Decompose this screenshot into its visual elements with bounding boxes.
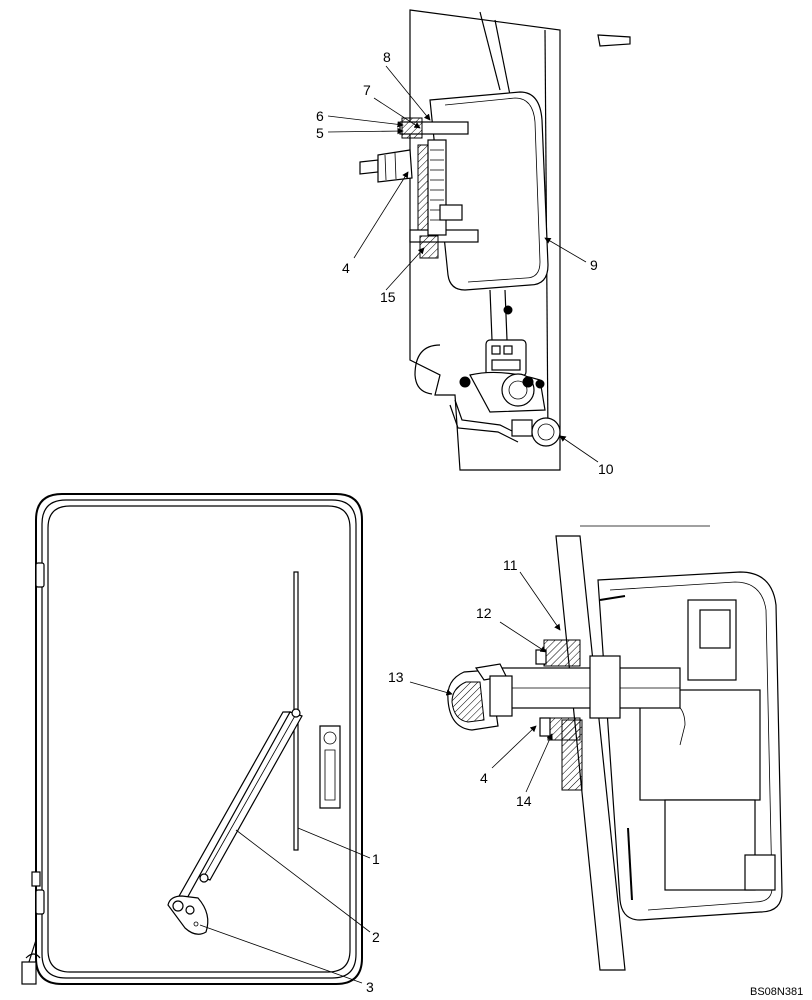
callout-2: 2 — [372, 929, 380, 945]
callout-6: 6 — [316, 108, 324, 124]
door-stop — [21, 961, 37, 985]
door-frame-outer — [35, 493, 363, 985]
vent-mark — [597, 34, 631, 47]
callout-4-top: 4 — [342, 260, 350, 276]
spindle-tube — [427, 139, 447, 236]
callout-12: 12 — [476, 605, 492, 621]
callout-10: 10 — [598, 461, 614, 477]
callout-3: 3 — [366, 979, 374, 995]
callout-5: 5 — [316, 125, 324, 141]
drawing-code: BS08N381 — [750, 986, 803, 998]
callout-9: 9 — [590, 257, 598, 273]
spindle-tip — [359, 159, 379, 175]
callout-4-section: 4 — [480, 770, 488, 786]
section-view — [409, 525, 783, 971]
top-detail-view — [327, 9, 631, 471]
callout-7: 7 — [363, 82, 371, 98]
callout-8: 8 — [383, 49, 391, 65]
door-handle — [319, 725, 341, 809]
callout-14: 14 — [516, 793, 532, 809]
latch-stub — [31, 871, 41, 887]
callout-labels: 8 7 6 5 4 15 9 10 11 12 13 4 14 1 2 3 BS… — [316, 49, 803, 998]
nut-upper — [401, 117, 423, 139]
hinge-lower — [35, 889, 45, 915]
pivot-plate — [167, 895, 209, 935]
wiper-arm — [195, 711, 303, 881]
callout-15: 15 — [380, 289, 396, 305]
nut-section — [543, 639, 581, 667]
callout-11: 11 — [503, 557, 518, 573]
door-view — [21, 493, 371, 985]
hinge-upper — [35, 562, 45, 588]
nut-lower — [419, 235, 439, 259]
grommet — [531, 417, 561, 447]
door-glass — [47, 505, 351, 973]
callout-13: 13 — [388, 669, 404, 685]
callout-1: 1 — [372, 851, 380, 867]
connector-plug — [485, 339, 527, 377]
